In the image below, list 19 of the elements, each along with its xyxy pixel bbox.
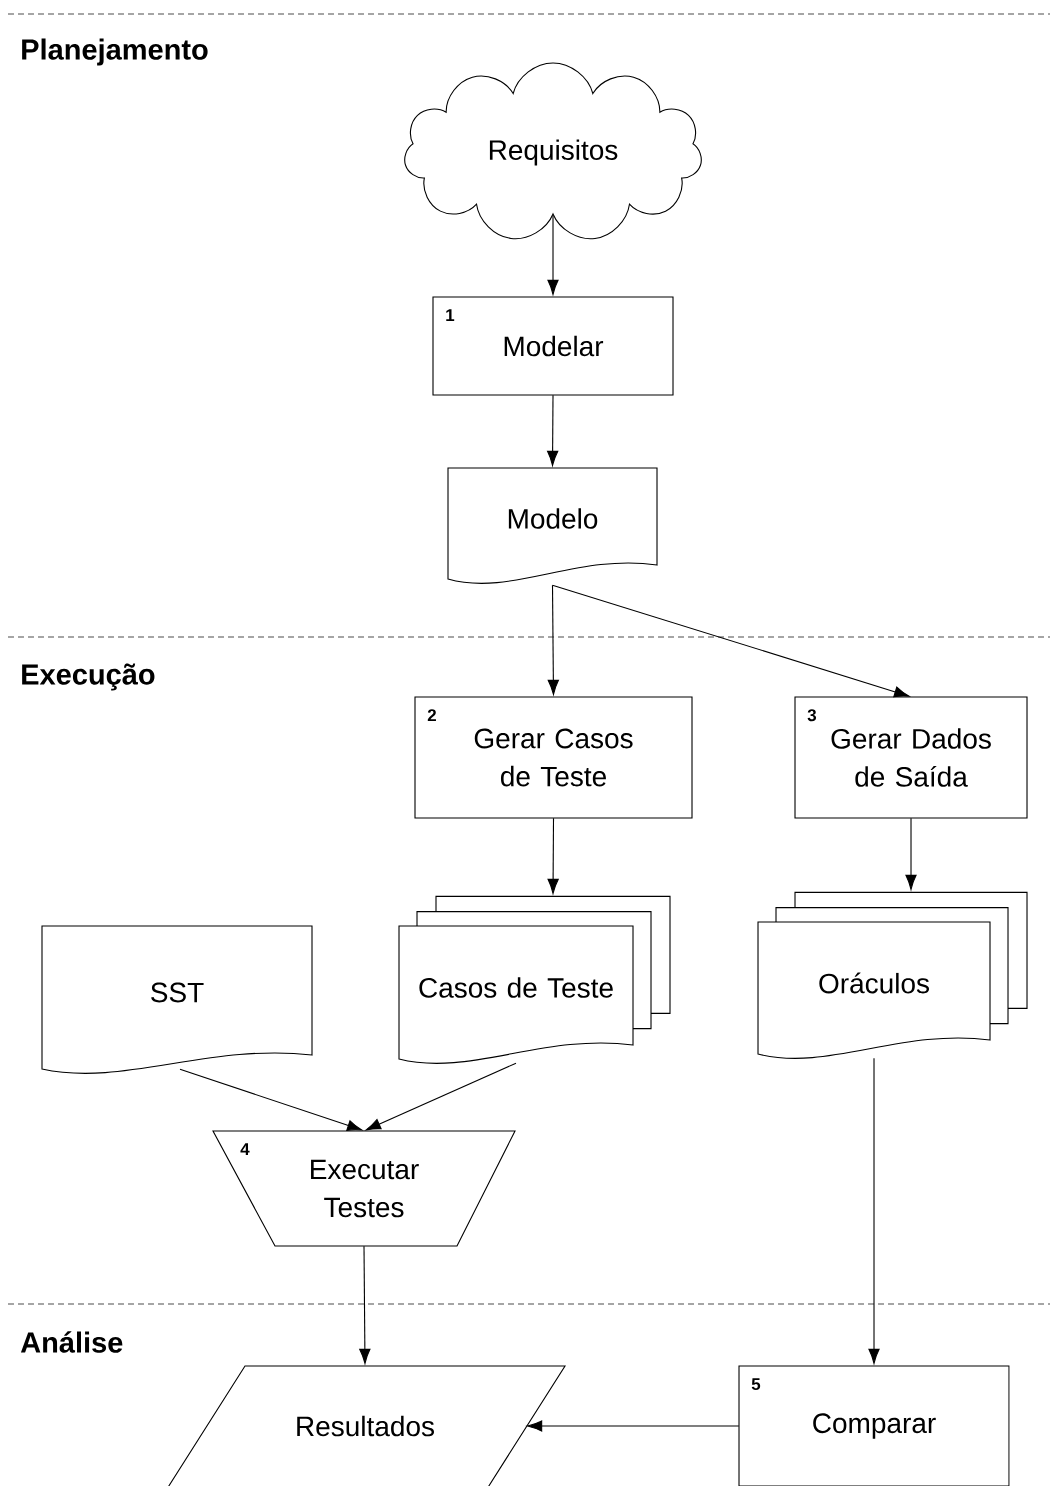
section-heading: Execução [22, 663, 155, 691]
arrow [551, 584, 910, 698]
arrow [359, 1245, 371, 1364]
arrow [527, 1420, 740, 1432]
process-box: Gerar Dados de Saída 3 [794, 696, 1028, 819]
arrow [547, 817, 559, 894]
arrow [179, 1068, 363, 1131]
process-box: Gerar Casos de Teste 2 [414, 696, 693, 819]
arrow [547, 394, 559, 466]
process-box: Comparar 5 [738, 1365, 1010, 1486]
arrow [547, 584, 559, 695]
document-stack: Casos de Teste [398, 895, 671, 1064]
arrow [905, 817, 917, 890]
process-box: Modelar 1 [432, 296, 674, 396]
arrow [868, 1057, 880, 1364]
section-heading: Análise [20, 1331, 123, 1353]
document-stack: Oráculos [757, 891, 1028, 1059]
arrow [365, 1062, 517, 1131]
section-heading: Planejamento [22, 38, 208, 66]
